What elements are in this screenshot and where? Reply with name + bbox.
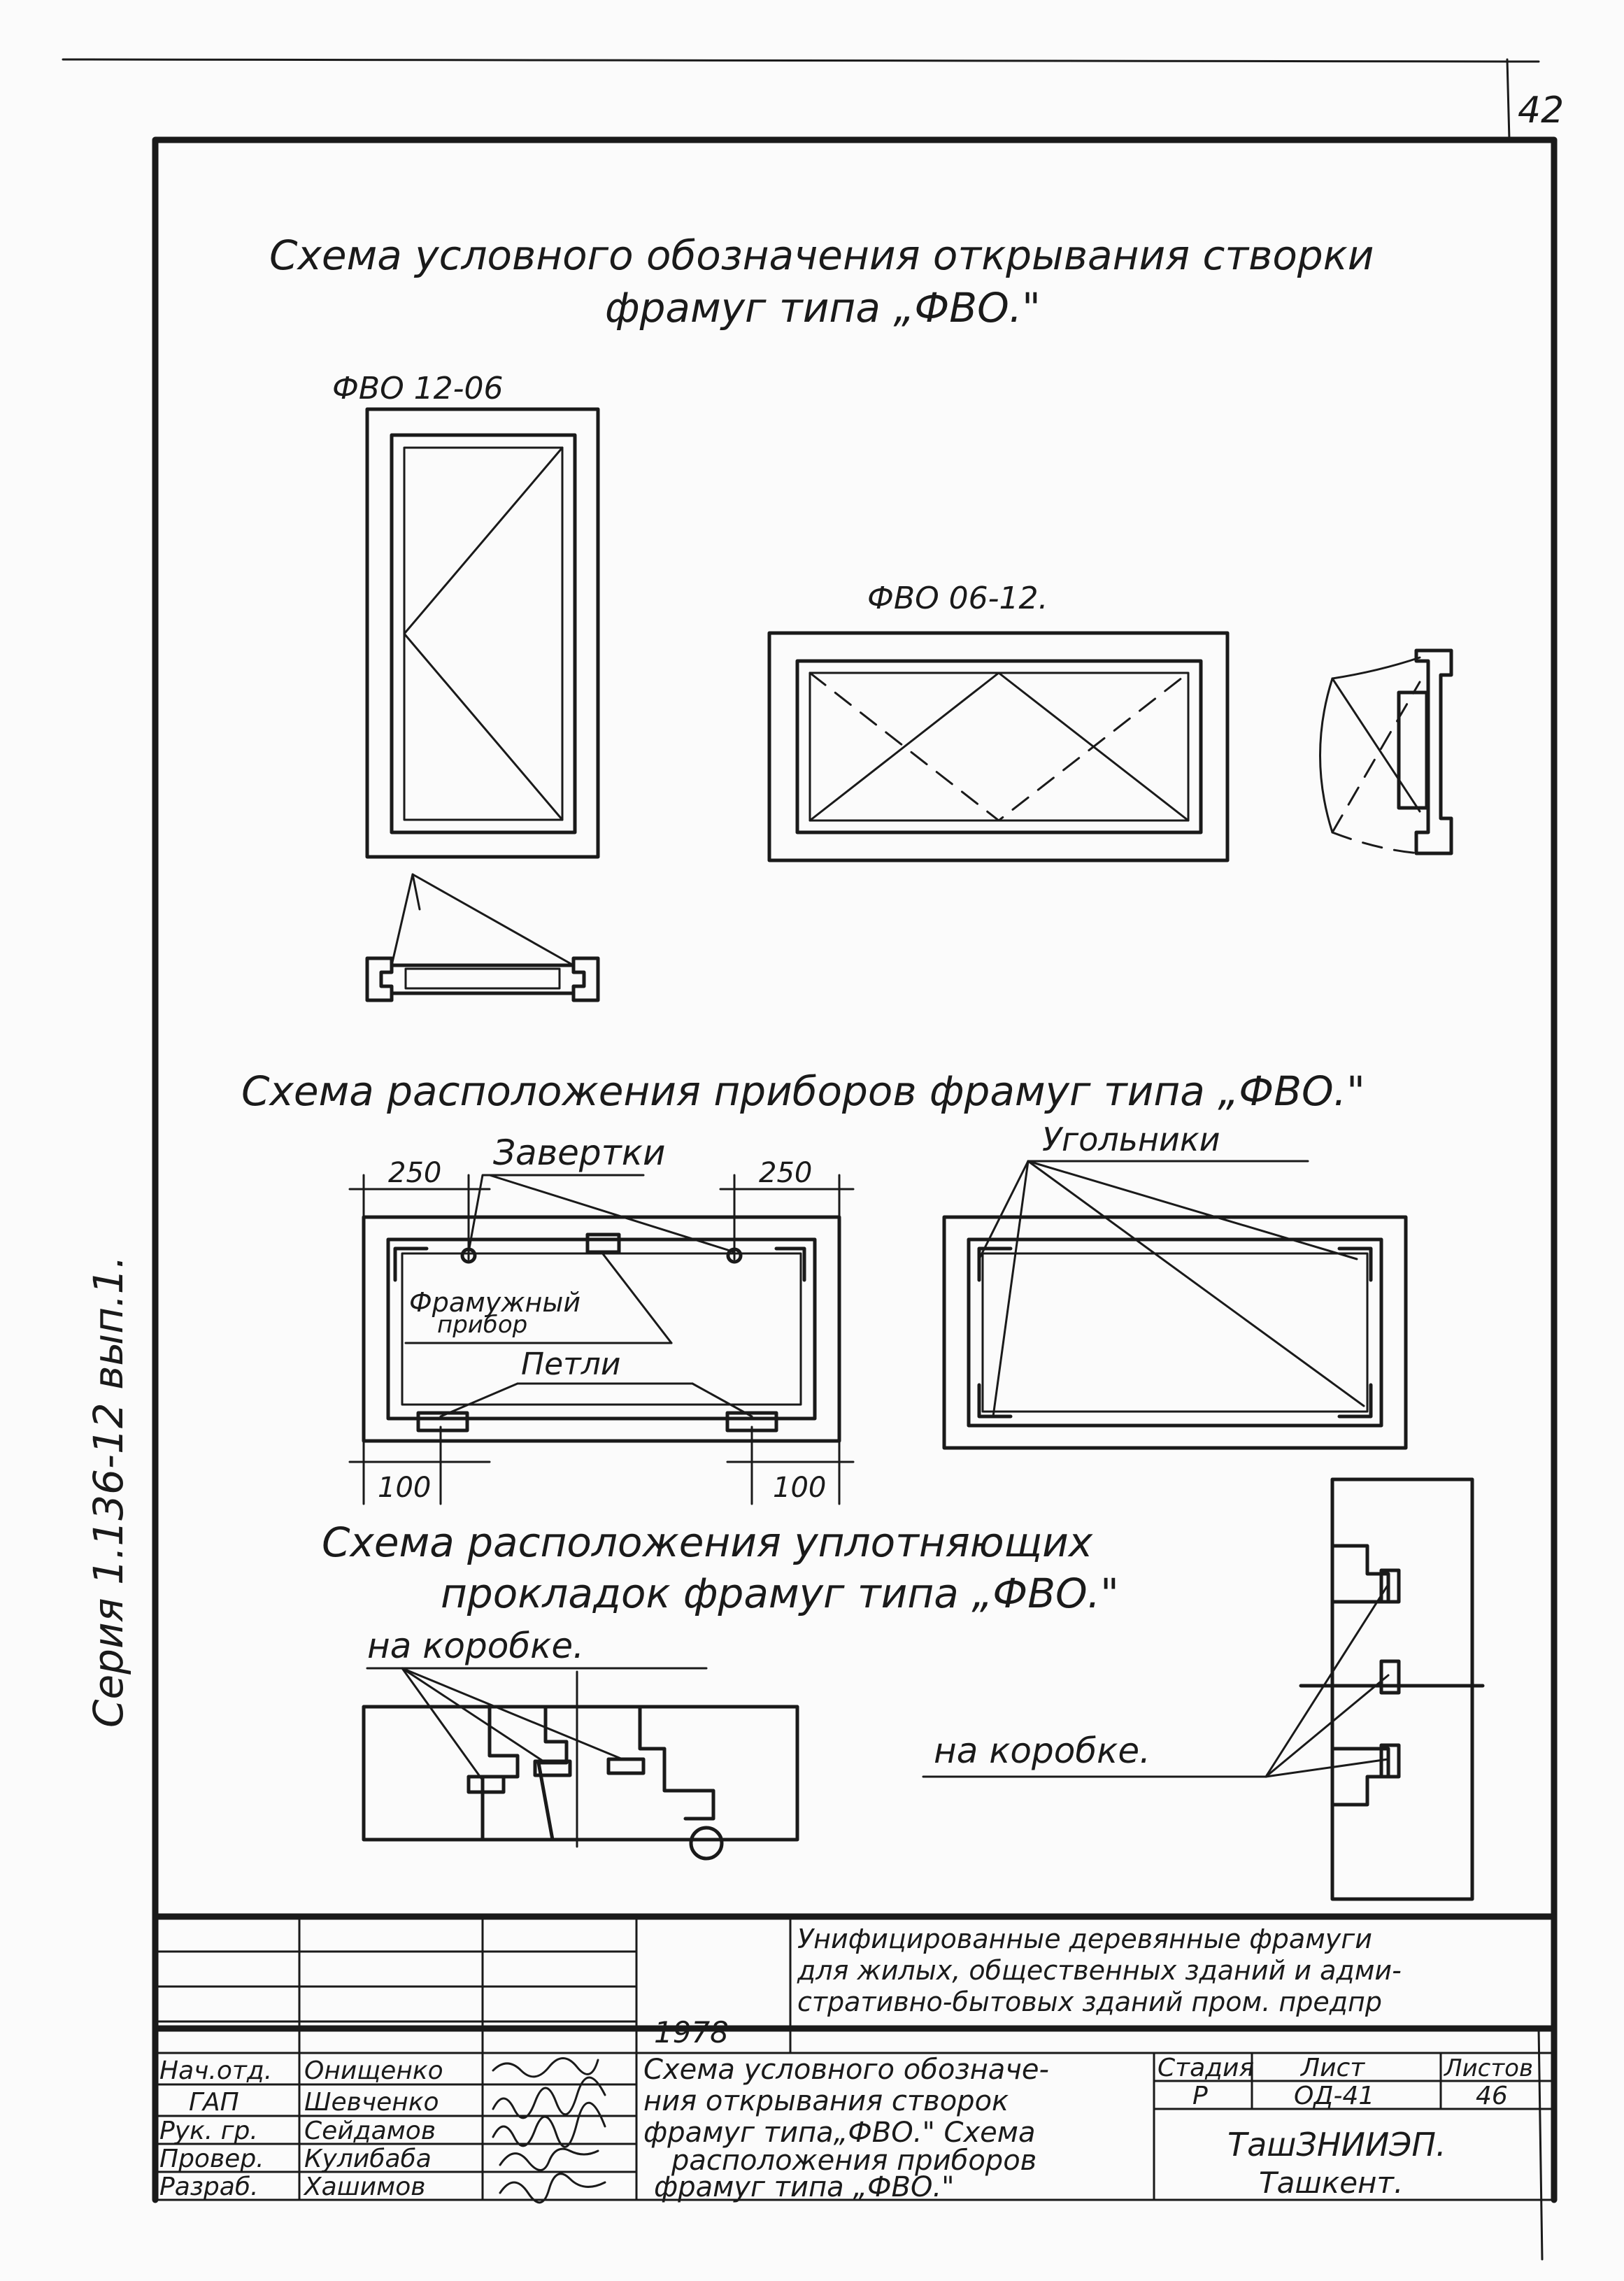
frame-fvo-12-06 [365,407,600,859]
dim-100-right: 100 [773,1472,826,1504]
tb-org-2: Ташкент. [1259,2166,1403,2200]
label-framuzhny-1: Фрамужный [409,1287,580,1318]
title-3-line-2: прокладок фрамуг типа „ФВО." [441,1570,1119,1617]
tb-sheet-title-5: фрамуг типа „ФВО." [654,2171,955,2203]
gasket-section-left [362,1667,799,1861]
dim-100-left: 100 [378,1472,431,1504]
tb-sheet-header: Лист [1299,2054,1365,2082]
bottom-section-opening [365,873,600,1002]
tb-sheets-value: 46 [1476,2082,1508,2110]
title-2: Схема расположения приборов фрамуг типа … [241,1067,1365,1115]
tb-name-1: Онищенко [304,2056,443,2085]
series-label: Серия 1.136-12 вып.1. [85,1256,132,1728]
tb-description-3: стративно-бытовых зданий пром. предпр [797,1987,1382,2017]
tb-role-4: Провер. [159,2145,264,2173]
tb-description-2: для жилых, общественных зданий и адми- [797,1955,1402,1986]
tb-sheets-header: Листов [1443,2054,1533,2082]
frame-label-fvo-12-06: ФВО 12-06 [332,371,504,406]
signatures [492,2057,606,2204]
label-zavertki: Завертки [493,1132,665,1173]
tb-role-5: Разраб. [159,2173,258,2201]
tb-name-4: Кулибаба [304,2145,432,2173]
tb-sheet-title-4: расположения приборов [671,2145,1037,2177]
page-number: 42 [1518,90,1564,132]
tb-name-3: Сейдамов [304,2117,436,2145]
gasket-section-right [1265,1477,1485,1901]
tb-sheet-title-3: фрамуг типа„ФВО." Схема [643,2117,1035,2149]
sheet-frame [62,58,1558,2261]
tb-sheet-value: ОД-41 [1294,2082,1374,2110]
frame-label-fvo-06-12: ФВО 06-12. [867,581,1048,616]
dim-250-left: 250 [388,1157,441,1189]
tb-stage-value: Р [1192,2082,1208,2110]
title-3-line-1: Схема расположения уплотняющих [322,1519,1093,1566]
title-1-line-1: Схема условного обозначения открывания с… [269,232,1374,279]
title-1-line-2: фрамуг типа „ФВО." [605,284,1041,332]
dim-250-right: 250 [759,1157,812,1189]
label-petli: Петли [521,1346,621,1382]
tb-sheet-title-2: ния открывания створок [643,2085,1009,2117]
tb-name-2: Шевченко [304,2088,439,2117]
label-framuzhny-2: прибор [437,1311,527,1339]
devices-frame-left [348,1174,855,1505]
tb-role-2: ГАП [189,2088,239,2117]
devices-frame-right [942,1160,1408,1450]
label-na-korobke-left: на коробке. [367,1626,584,1666]
tb-sheet-title-1: Схема условного обозначе- [643,2054,1049,2086]
tb-role-3: Рук. гр. [159,2117,258,2145]
left-frame-brackets [393,1246,806,1282]
tb-stage-header: Стадия [1158,2054,1254,2082]
tb-description-1: Унифицированные деревянные фрамуги [797,1924,1372,1954]
label-ugolniki: Угольники [1042,1121,1220,1158]
side-section-opening [1319,648,1453,855]
tb-year: 1978 [654,2015,729,2049]
title-block-grid [152,1913,1558,2203]
tb-role-1: Нач.отд. [159,2056,272,2085]
label-na-korobke-right: на коробке. [934,1731,1151,1771]
tb-org-1: ТашЗНИИЭП. [1227,2126,1446,2163]
tb-name-5: Хашимов [303,2173,425,2201]
frame-fvo-06-12 [767,631,1230,862]
